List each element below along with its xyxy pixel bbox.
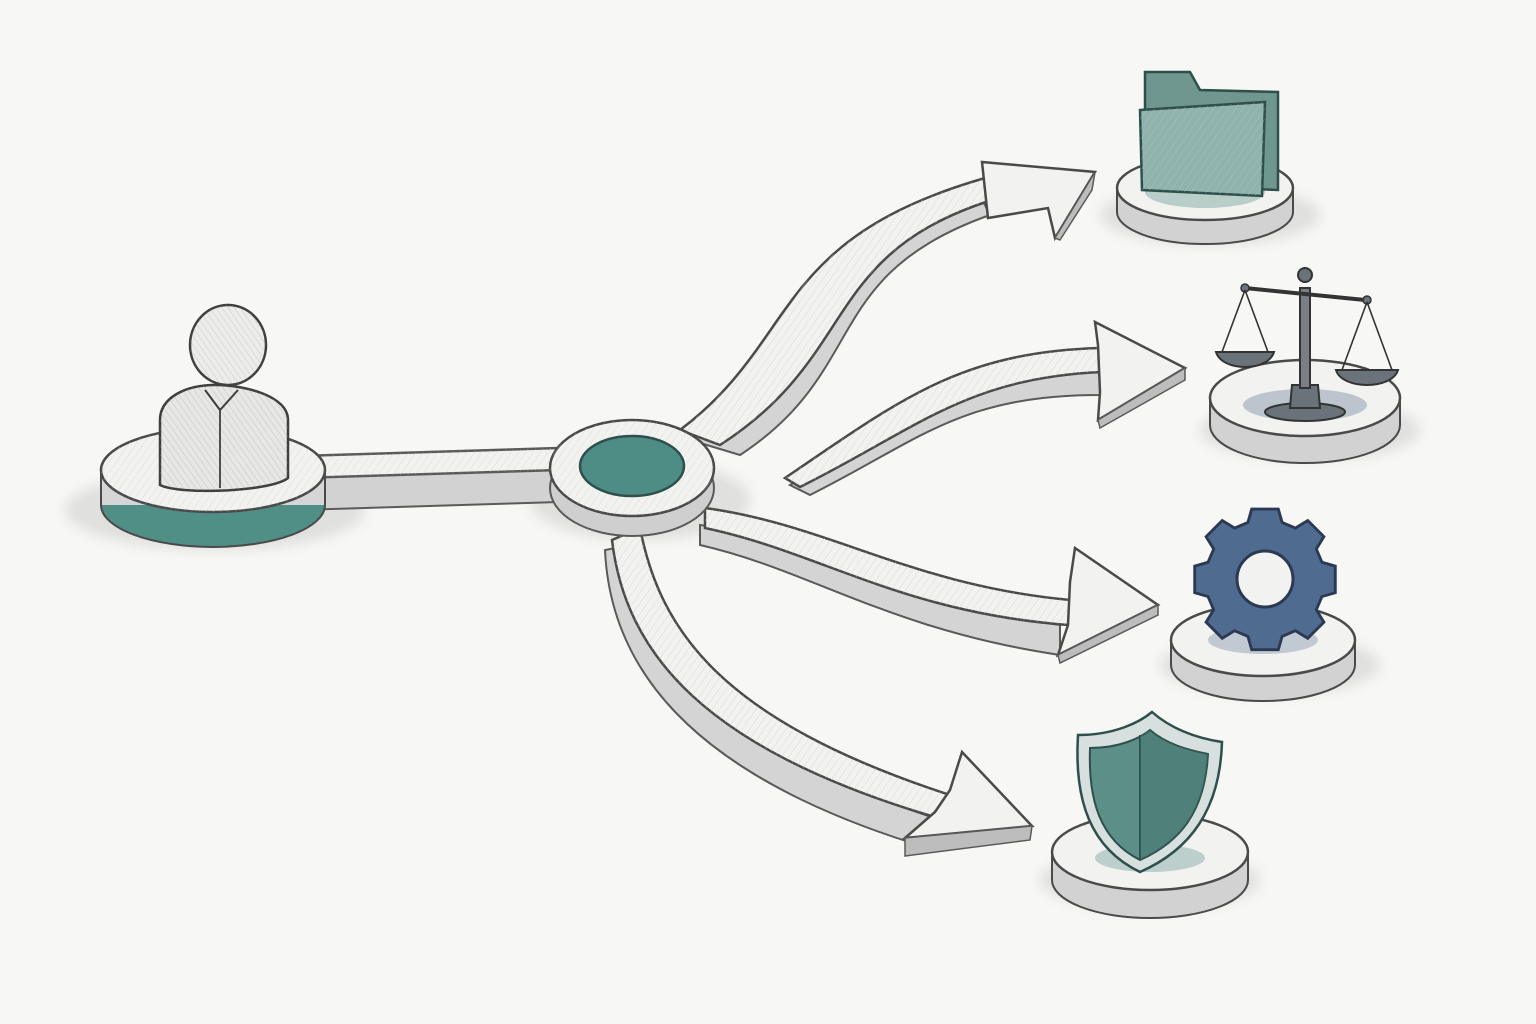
source-node bbox=[99, 303, 327, 548]
shield-icon bbox=[1076, 710, 1224, 874]
gear-icon bbox=[1193, 507, 1337, 652]
hub-core bbox=[578, 434, 686, 498]
destination-shield bbox=[1050, 710, 1250, 919]
person-icon bbox=[158, 303, 290, 493]
branch-arrow-gear bbox=[699, 506, 1161, 665]
folder-icon bbox=[1138, 70, 1280, 198]
branch-arrow-folder bbox=[677, 160, 1098, 457]
source-connector bbox=[298, 446, 562, 512]
branch-arrow-scale bbox=[782, 319, 1188, 497]
branch-arrow-shield bbox=[603, 526, 1035, 857]
scale-icon bbox=[1214, 267, 1400, 422]
hub-node bbox=[548, 418, 716, 537]
destination-gear bbox=[1169, 507, 1357, 702]
destination-scale bbox=[1208, 267, 1402, 464]
destination-folder bbox=[1115, 70, 1295, 245]
branch-paths bbox=[603, 160, 1188, 857]
